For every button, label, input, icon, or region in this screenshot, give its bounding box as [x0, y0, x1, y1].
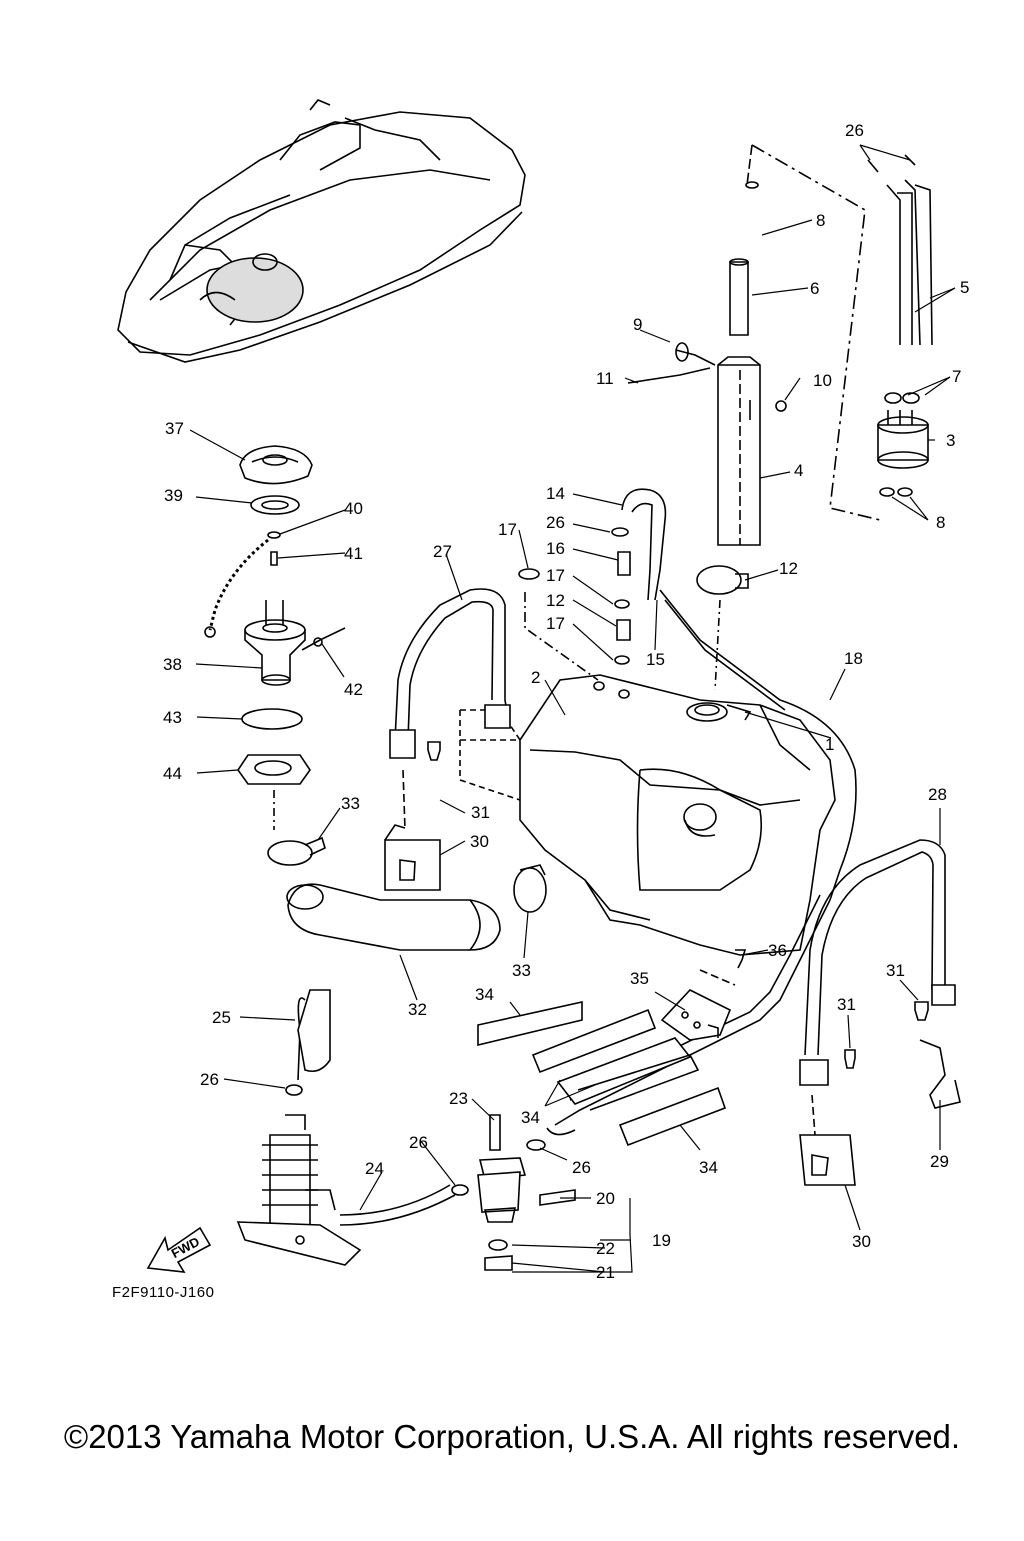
callout-17c: 17: [498, 520, 517, 539]
callout-41: 40: [344, 499, 363, 518]
callout-31c: 31: [837, 995, 856, 1014]
sender-gauge-assembly: [627, 144, 881, 691]
breather-hose: [546, 589, 857, 1136]
copyright-notice: ©2013 Yamaha Motor Corporation, U.S.A. A…: [63, 1418, 961, 1455]
callout-14: 14: [546, 484, 565, 503]
callout-26d: 26: [409, 1133, 428, 1152]
callout-25: 25: [212, 1008, 231, 1027]
return-hose: [518, 488, 667, 681]
callout-8: 8: [816, 211, 826, 230]
callout-11: 11: [596, 369, 614, 388]
callout-7: 7: [952, 367, 962, 386]
diagram-code: F2F9110-J160: [112, 1284, 215, 1301]
callout-5: 5: [960, 278, 970, 297]
callout-38: 37: [165, 419, 184, 438]
callout-40: 39: [164, 486, 183, 505]
callout-28: 28: [928, 785, 947, 804]
callout-4: 4: [794, 461, 804, 480]
callout-45: 44: [163, 764, 182, 783]
callout-1: 1: [825, 735, 835, 754]
callout-30b: 30: [852, 1232, 871, 1251]
callout-34: 34: [475, 985, 494, 1004]
callout-17b: 17: [546, 614, 565, 633]
callout-31: 31: [471, 803, 490, 822]
filler-cap-assembly: [204, 445, 346, 866]
callout-27: 27: [433, 542, 452, 561]
fwd-arrow: FWD: [146, 1226, 212, 1273]
callout-18: 18: [844, 649, 863, 668]
fuel-filter: [451, 1114, 576, 1271]
callout-36: 35: [630, 969, 649, 988]
callout-20: 20: [596, 1189, 615, 1208]
callout-33b: 33: [512, 961, 531, 980]
callout-19: 19: [652, 1231, 671, 1250]
callout-42: 41: [344, 544, 363, 563]
callout-2: 2: [531, 668, 541, 687]
callout-26b: 26: [546, 513, 565, 532]
callout-31b: 31: [886, 961, 905, 980]
callout-26e: 26: [572, 1158, 591, 1177]
callout-10: 10: [813, 371, 832, 390]
bracket-36: [660, 949, 747, 1041]
callout-44: 43: [163, 708, 182, 727]
callout-12: 12: [779, 559, 798, 578]
fuel-sender-unit: [867, 154, 933, 497]
callout-13: 12: [546, 591, 565, 610]
callout-22: 22: [596, 1239, 615, 1258]
callout-9: 9: [633, 315, 643, 334]
callout-30: 30: [470, 832, 489, 851]
callout-34b: 34: [699, 1158, 718, 1177]
callout-43: 42: [344, 680, 363, 699]
leader-lines: [189, 144, 956, 1273]
callout-21: 21: [596, 1263, 615, 1282]
callout-17: 17: [546, 566, 565, 585]
callout-39: 38: [163, 655, 182, 674]
callout-26: 26: [845, 121, 864, 140]
callout-23: 23: [449, 1089, 468, 1108]
tank-pads: [477, 1001, 727, 1147]
tank-stay-left: [384, 588, 511, 891]
fuel-tank: [459, 674, 836, 956]
callout-33: 33: [341, 794, 360, 813]
watercraft-locator: [117, 99, 526, 363]
fuel-pickup: [236, 989, 456, 1266]
callout-6: 6: [810, 279, 820, 298]
callout-26c: 26: [200, 1070, 219, 1089]
callout-16: 16: [546, 539, 565, 558]
filler-hose: [286, 864, 547, 951]
callout-29: 29: [930, 1152, 949, 1171]
callout-15: 15: [646, 650, 665, 669]
callout-24: 24: [365, 1159, 384, 1178]
callout-32: 32: [408, 1000, 427, 1019]
callout-35: 34: [521, 1108, 540, 1127]
tank-stay-right: [799, 839, 961, 1186]
callout-8b: 8: [936, 513, 946, 532]
callout-37: 36: [768, 941, 787, 960]
callout-3: 3: [946, 431, 956, 450]
